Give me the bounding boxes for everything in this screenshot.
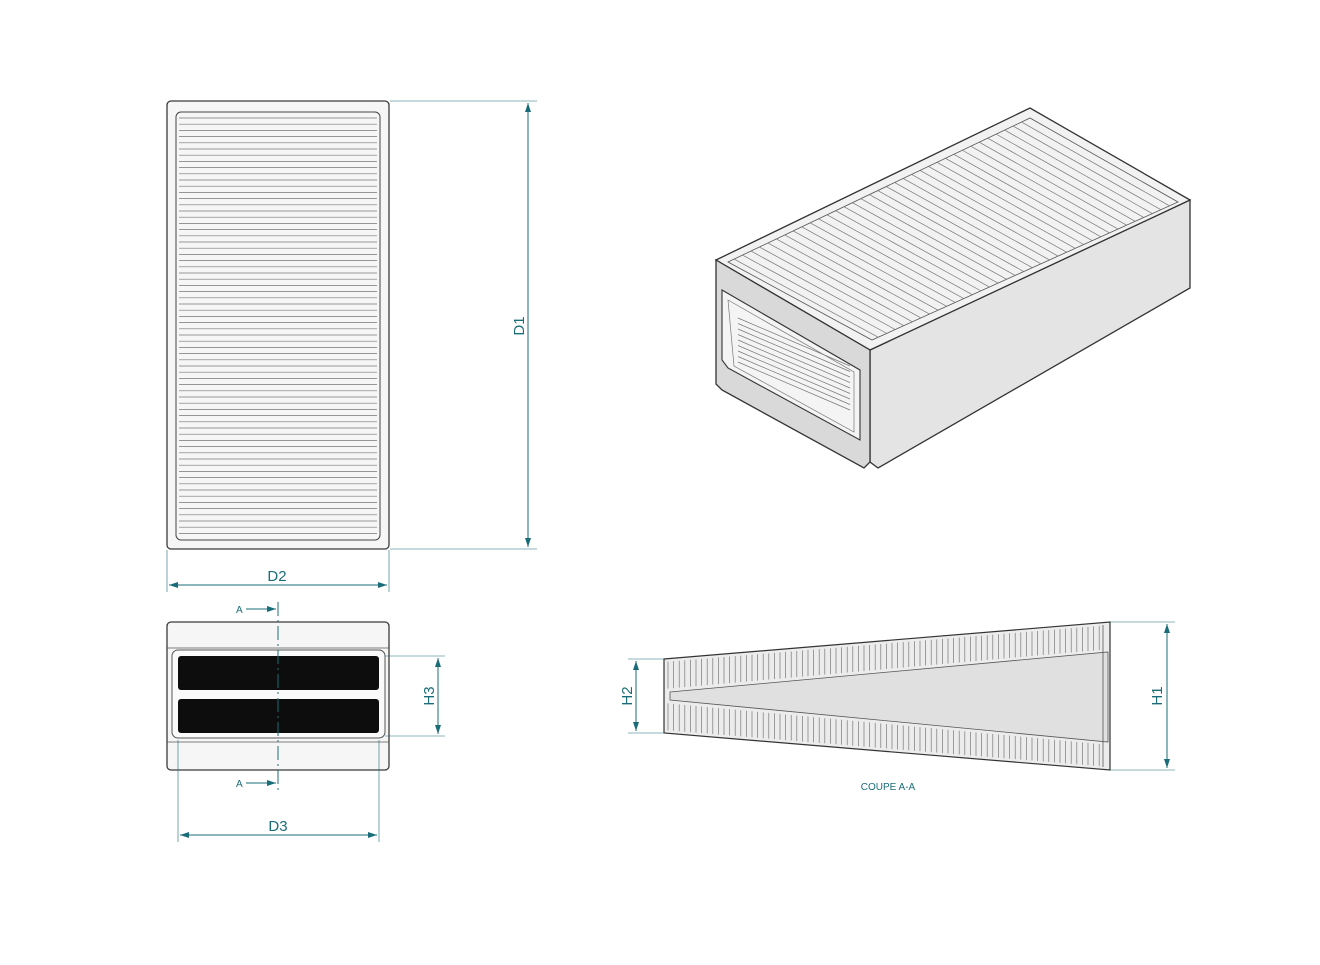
dimension-d1: D1 [390,100,537,550]
rib-line [818,218,964,299]
rib-line [801,226,947,307]
front-view-upper-opening [178,656,379,690]
rib-line [1021,121,1170,207]
section-ribs-lower [667,703,1100,767]
rib-line [970,145,1119,230]
dimension-h3-label: H3 [421,686,438,705]
rib-line [894,182,1042,265]
rib-line [737,350,851,400]
rib-line [869,194,1016,276]
front-view: A A [166,602,390,790]
dimension-d1-label: D1 [511,316,528,335]
dimension-h1: H1 [1110,621,1175,771]
rib-line [843,206,990,288]
dimension-h3: H3 [385,655,445,737]
rib-line [953,153,1102,238]
rib-line [759,246,904,326]
rib-line [737,339,851,389]
rib-line [733,258,879,338]
rib-line [737,356,851,405]
rib-line [750,250,896,330]
rib-line [902,178,1050,261]
dimension-d2-label: D2 [267,568,286,585]
section-view: COUPE A-A [663,621,1111,793]
dimension-d3-label: D3 [268,818,287,835]
rib-line [987,137,1136,222]
rib-line [996,133,1144,218]
rib-line [936,162,1084,245]
rib-line [979,141,1127,226]
section-caption: COUPE A-A [861,782,916,793]
rib-line [835,210,982,292]
section-marker-bottom: A [236,779,243,790]
iso-inner-ribs [737,317,851,411]
rib-line [737,345,851,394]
rib-line [742,254,887,334]
dimension-h2-label: H2 [619,686,636,705]
rib-line [945,158,1093,241]
rib-line [928,166,1076,249]
dimension-h1-label: H1 [1149,686,1166,705]
top-view [166,100,390,550]
rib-line [809,222,956,303]
rib-line [737,334,851,383]
rib-line [767,242,913,323]
rib-line [737,323,851,372]
rib-line [852,202,999,284]
rib-line [911,174,1059,257]
rib-line [793,230,939,311]
isometric-view [714,107,1192,469]
rib-line [1012,125,1162,211]
section-ribs-upper [667,625,1100,689]
dimension-d2: D2 [166,550,390,592]
iso-front-opening [721,289,861,441]
rib-line [886,186,1033,268]
rib-line [737,328,851,378]
rib-line [737,317,851,367]
rib-line [1004,129,1153,214]
dimension-d3: D3 [177,740,380,842]
rib-line [826,214,973,296]
section-cavity [669,651,1109,743]
rib-line [776,238,922,319]
rib-line [919,170,1067,253]
rib-line [737,361,851,411]
iso-top-ribs [733,121,1170,338]
rib-line [784,234,930,315]
dimension-h2: H2 [619,658,664,734]
section-marker-top: A [236,605,243,616]
rib-line [877,190,1024,272]
top-view-inner-frame [175,111,381,541]
top-view-outer-frame [166,100,390,550]
rib-line [860,198,1007,280]
top-view-ribs [179,117,377,534]
rib-line [962,149,1110,234]
